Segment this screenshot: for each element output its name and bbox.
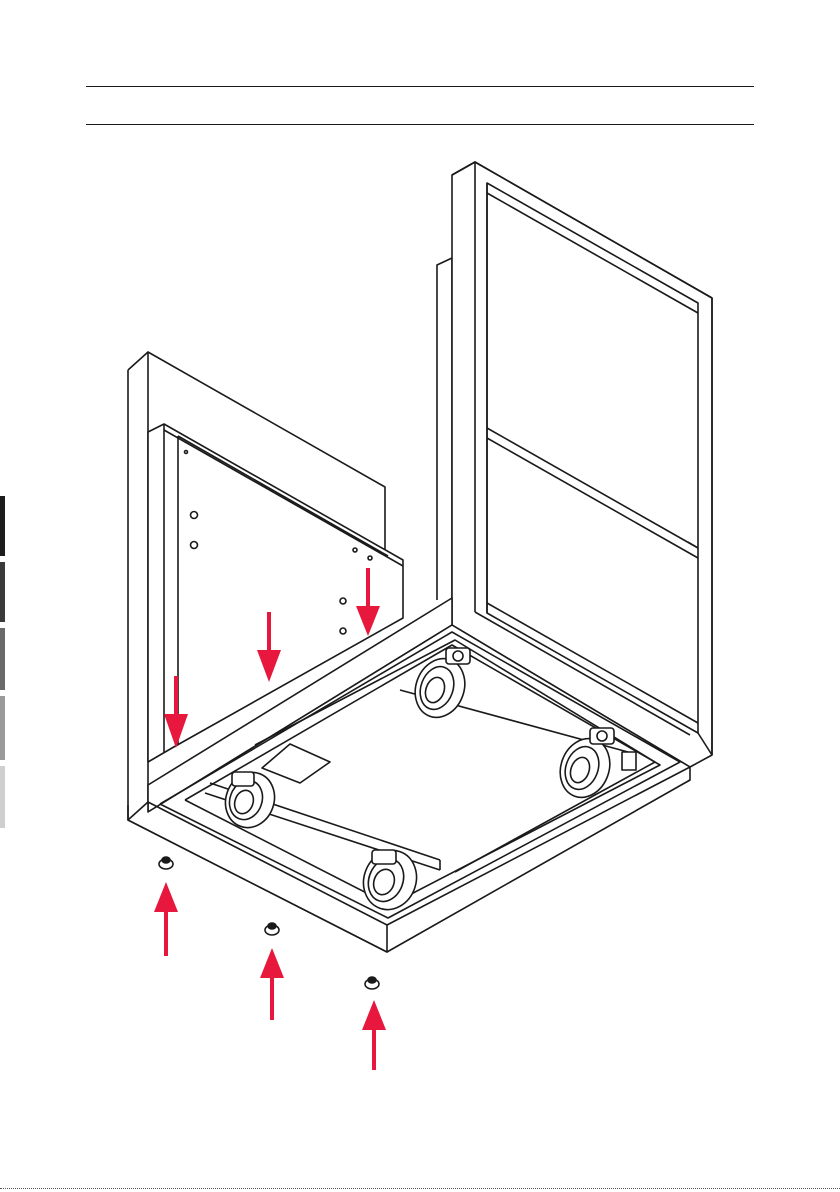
arrow-up-1 [154, 882, 178, 956]
page-bottom-edge [0, 1188, 840, 1189]
leveling-foot-2 [265, 923, 279, 935]
leveling-foot-3 [365, 977, 379, 989]
arrow-up-3 [362, 1000, 386, 1070]
leveling-foot-1 [159, 857, 173, 869]
rear-panel-strip [437, 258, 452, 600]
arrow-up-2 [260, 948, 284, 1020]
